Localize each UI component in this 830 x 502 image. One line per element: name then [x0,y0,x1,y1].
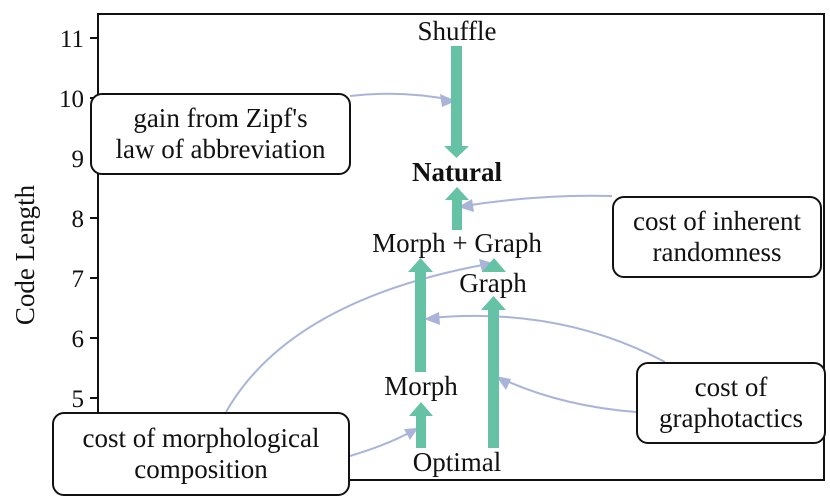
callout-arrowheads [404,94,511,440]
zipf-connector [349,92,453,101]
node-morph-graph: Morph + Graph [372,228,542,258]
callout-randomness: cost of inherent randomness [612,196,822,278]
y-tick-label: 9 [72,146,85,173]
node-shuffle: Shuffle [418,16,497,46]
callout-morphological-line2: composition [134,454,268,484]
morph-to-morphgraph-shaft [415,272,426,372]
node-morph: Morph [384,371,458,401]
optimal-to-morph-shaft [416,416,426,448]
morphgraph-to-natural-head [445,187,469,200]
arrowhead-icon [496,376,511,390]
arrowhead-icon [404,428,418,440]
optimal-to-morph-head [409,402,433,416]
y-tick-label: 11 [60,26,84,53]
shuffle-to-natural-head [444,146,469,158]
arrowhead-icon [479,259,493,272]
callout-zipf: gain from Zipf's law of abbreviation [90,93,351,175]
callout-graphotactics-line2: graphotactics [659,403,803,433]
y-tick-label: 8 [72,206,85,233]
callout-zipf-line1: gain from Zipf's [133,103,308,133]
optimal-to-graph-shaft [488,310,499,448]
optimal-to-graph-head [481,296,506,310]
graphotactics-connector-graph [499,377,637,413]
morph-to-morphgraph-head [408,258,433,272]
callout-zipf-line2: law of abbreviation [115,134,326,164]
node-optimal: Optimal [413,447,502,477]
y-tick-label: 7 [72,266,85,293]
y-axis: 5 6 7 8 9 10 11 Code Length [10,26,98,413]
callout-randomness-line1: cost of inherent [633,206,801,236]
shuffle-to-natural-shaft [451,46,462,146]
y-axis-label: Code Length [10,184,40,325]
randomness-connector [463,194,613,207]
y-tick-label: 10 [59,86,84,113]
node-graph: Graph [459,268,527,298]
y-tick-label: 5 [72,386,85,413]
flow-arrows [408,46,506,448]
callout-graphotactics-line1: cost of [694,372,768,402]
y-tick-label: 6 [72,326,85,353]
arrowhead-icon [424,312,440,325]
graphotactics-connector-morph [429,314,666,363]
callout-randomness-line2: randomness [652,237,782,267]
callout-graphotactics: cost of graphotactics [636,362,826,444]
plot-frame [97,13,825,481]
callout-morphological: cost of morphological composition [52,412,350,496]
arrowhead-icon [440,94,456,107]
morphological-connector-graph [225,263,489,413]
graph-to-morphgraph-head [482,258,506,272]
node-natural: Natural [412,157,502,187]
morphgraph-to-natural-shaft [452,200,462,230]
arrowhead-icon [458,199,474,212]
callout-morphological-line1: cost of morphological [82,423,320,453]
morphological-connector-morph [349,429,415,457]
